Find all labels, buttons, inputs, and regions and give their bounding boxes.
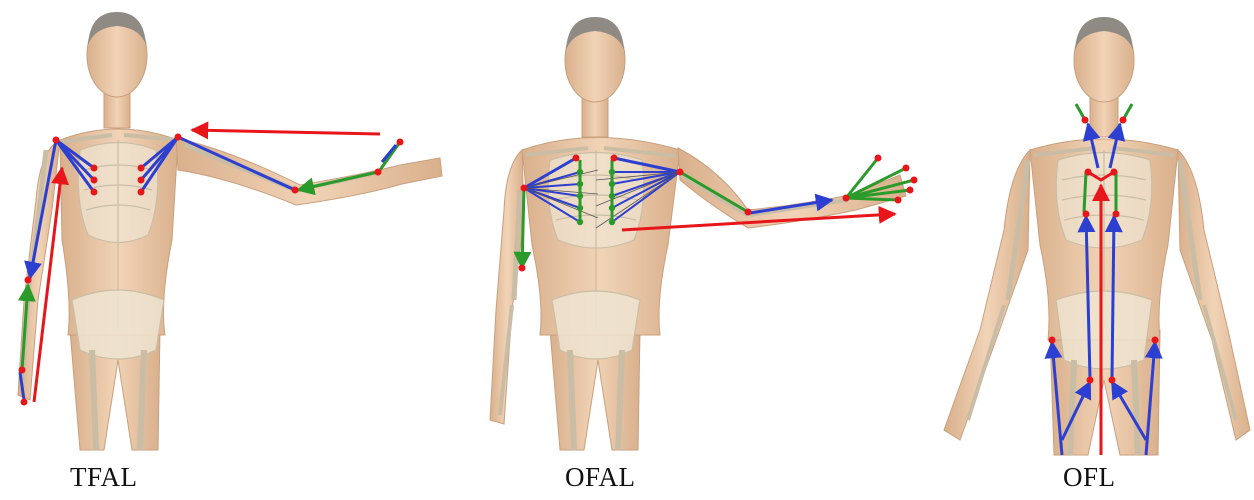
body-figure-tfal: [18, 13, 442, 450]
panel-label-ofal: OFAL: [565, 462, 636, 493]
panel-tfal: [18, 12, 442, 450]
panel-ofl: [944, 17, 1250, 455]
blue-torso-right: [1112, 216, 1114, 378]
panel-label-tfal: TFAL: [70, 462, 138, 493]
green-finger-5: [846, 198, 898, 200]
green-line-upper-arm-left: [522, 188, 524, 268]
panel-ofal: [490, 17, 918, 450]
body-figure-ofal: [490, 18, 906, 450]
red-arrow-arm-a: [192, 130, 380, 134]
green-chest-left: [1084, 172, 1086, 212]
panel-label-ofl: OFL: [1063, 462, 1116, 493]
